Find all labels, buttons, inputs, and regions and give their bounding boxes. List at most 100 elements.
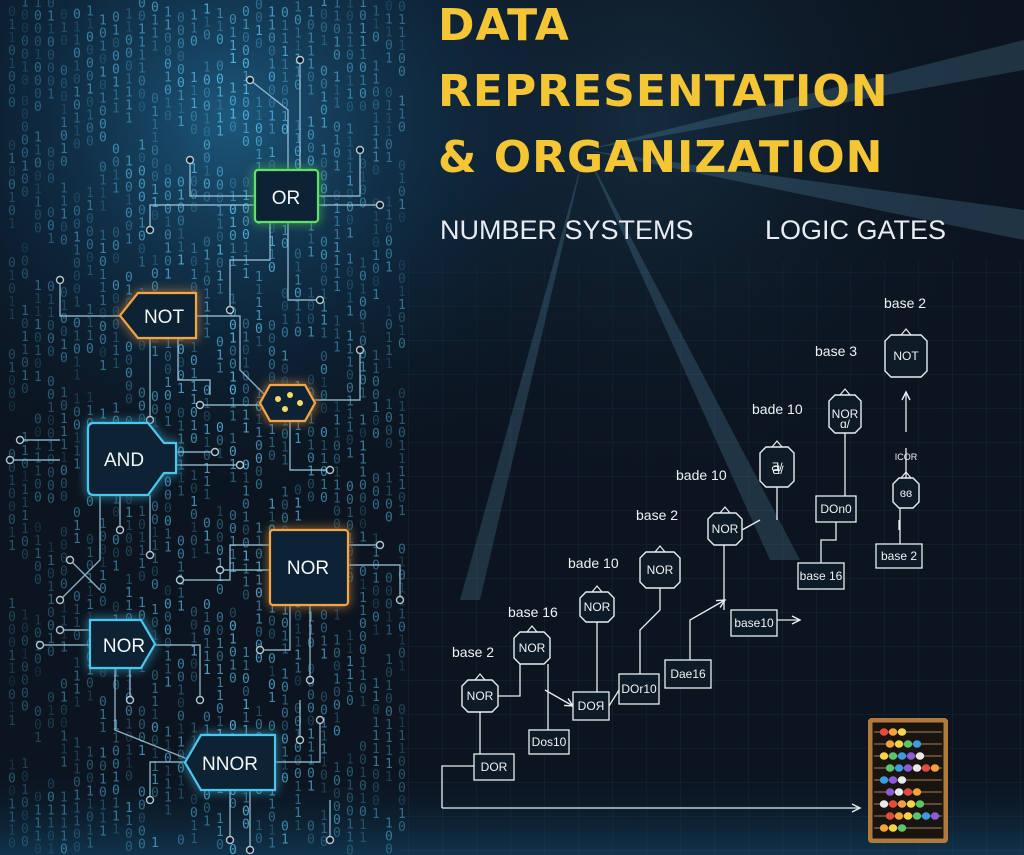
trace-node [225, 305, 235, 315]
binary-digit: 0 [346, 279, 354, 294]
binary-digit: 0 [242, 317, 250, 332]
binary-digit: 0 [177, 762, 185, 777]
binary-digit: 1 [294, 40, 302, 55]
binary-digit: 1 [47, 554, 55, 569]
binary-digit: 1 [229, 190, 237, 205]
gate-outline-icon [461, 673, 499, 713]
binary-digit: 1 [372, 623, 380, 638]
flow-gate-label: NOR [832, 407, 859, 421]
binary-digit: 0 [34, 653, 42, 668]
abacus-bead [930, 812, 940, 820]
binary-digit: 0 [398, 272, 406, 287]
binary-digit: 1 [255, 148, 263, 163]
binary-digit: 0 [320, 835, 328, 850]
binary-digit: 1 [372, 755, 380, 770]
binary-digit: 0 [138, 413, 146, 428]
binary-digit: 1 [177, 600, 185, 615]
binary-digit: 1 [216, 715, 224, 730]
binary-digit: 1 [294, 432, 302, 447]
binary-digit: 1 [47, 842, 55, 855]
binary-digit: 1 [177, 723, 185, 738]
flow-connector [498, 664, 521, 697]
binary-digit: 1 [99, 174, 107, 189]
binary-digit: 1 [203, 637, 211, 652]
circuit-trace [149, 761, 185, 800]
binary-digit: 1 [34, 305, 42, 320]
binary-digit: 1 [294, 623, 302, 638]
binary-digit: 0 [203, 410, 211, 425]
binary-digit: 0 [242, 228, 250, 243]
binary-digit: 0 [372, 584, 380, 599]
binary-digit: 1 [281, 833, 289, 848]
binary-digit: 0 [346, 266, 354, 281]
binary-digit: 0 [60, 464, 68, 479]
binary-digit: 0 [203, 190, 211, 205]
binary-digit: 0 [372, 472, 380, 487]
binary-digit: 1 [47, 401, 55, 416]
binary-digit: 1 [255, 705, 263, 720]
binary-digit: 0 [125, 60, 133, 75]
binary-digit: 0 [60, 34, 68, 49]
binary-digit: 1 [151, 416, 159, 431]
binary-digit: 1 [268, 109, 276, 124]
gate-label: NOR [103, 636, 145, 657]
binary-digit: 1 [125, 112, 133, 127]
binary-digit: 1 [281, 604, 289, 619]
binary-digit: 0 [164, 350, 172, 365]
binary-digit: 1 [372, 18, 380, 33]
binary-digit: 1 [34, 534, 42, 549]
binary-digit: 1 [281, 630, 289, 645]
chip-light [297, 400, 303, 406]
binary-digit: 0 [151, 170, 159, 185]
binary-digit: 1 [203, 611, 211, 626]
binary-digit: 0 [255, 465, 263, 480]
binary-digit: 1 [359, 283, 367, 298]
binary-digit: 0 [268, 261, 276, 276]
binary-digit: 1 [385, 26, 393, 41]
abacus-bead [915, 800, 925, 808]
binary-digit: 0 [60, 312, 68, 327]
binary-digit: 0 [99, 543, 107, 558]
binary-digit: 1 [125, 99, 133, 114]
binary-digit: 0 [229, 719, 237, 734]
binary-digit: 1 [8, 701, 16, 716]
binary-digit: 0 [21, 8, 29, 23]
binary-digit: 0 [190, 534, 198, 549]
trace-node [5, 455, 15, 465]
binary-digit: 1 [73, 763, 81, 778]
binary-digit: 0 [320, 426, 328, 441]
abacus-bead [885, 764, 895, 772]
binary-digit: 1 [359, 818, 367, 833]
binary-digit: 0 [333, 813, 341, 828]
binary-digit: 0 [164, 402, 172, 417]
binary-digit: 0 [86, 225, 94, 240]
binary-digit: 1 [229, 371, 237, 386]
binary-digit: 0 [164, 502, 172, 517]
binary-digit: 1 [60, 181, 68, 196]
binary-digit: 0 [242, 817, 250, 832]
binary-digit: 1 [86, 546, 94, 561]
binary-digit: 1 [190, 645, 198, 660]
flow-connector [689, 599, 726, 674]
binary-digit: 1 [281, 313, 289, 328]
binary-digit: 0 [34, 100, 42, 115]
binary-digit: 0 [177, 369, 185, 384]
binary-digit: 0 [385, 39, 393, 54]
binary-digit: 0 [138, 518, 146, 533]
binary-digit: 0 [190, 406, 198, 421]
abacus-bead [897, 728, 907, 736]
binary-digit: 0 [112, 744, 120, 759]
binary-digit: 0 [385, 222, 393, 237]
binary-digit: 0 [47, 691, 55, 706]
binary-digit: 1 [307, 464, 315, 479]
binary-digit: 1 [190, 832, 198, 847]
gate-nor2: NOR [88, 618, 157, 670]
binary-digit: 0 [190, 201, 198, 216]
binary-digit: 1 [73, 34, 81, 49]
binary-digit: 0 [255, 400, 263, 415]
binary-digit: 1 [8, 308, 16, 323]
binary-digit: 1 [151, 760, 159, 775]
trace-node [315, 295, 325, 305]
binary-digit: 1 [333, 315, 341, 330]
binary-digit: 1 [255, 283, 263, 298]
